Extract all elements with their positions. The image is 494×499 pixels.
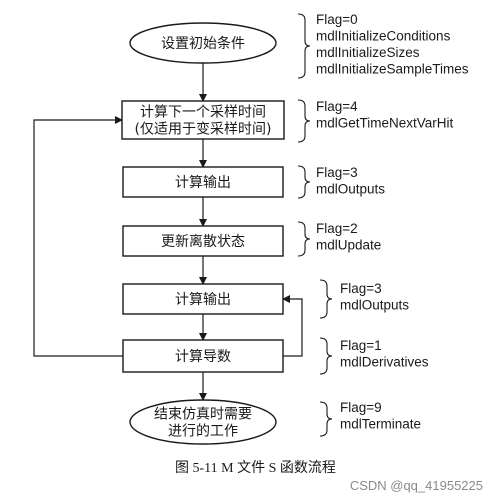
node-outputs-1: 计算输出 bbox=[122, 166, 284, 198]
flag-value: Flag=4 bbox=[316, 99, 358, 114]
curly-brace bbox=[297, 13, 311, 79]
node-label: 结束仿真时需要 bbox=[154, 407, 252, 423]
annotation-outputs-2: Flag=3 mdlOutputs bbox=[340, 281, 409, 313]
figure-caption: 图 5-11 M 文件 S 函数流程 bbox=[175, 460, 336, 476]
curly-brace bbox=[319, 279, 333, 319]
callback-name: mdlDerivatives bbox=[340, 355, 429, 370]
callback-name: mdlInitializeSizes bbox=[316, 45, 420, 60]
annotation-init: Flag=0mdlInitializeConditionsmdlInitiali… bbox=[316, 12, 469, 77]
terminal-ellipse bbox=[129, 22, 277, 64]
curly-brace bbox=[297, 165, 311, 199]
process-box bbox=[121, 100, 285, 140]
callback-name: mdlOutputs bbox=[316, 182, 385, 197]
curly-brace bbox=[297, 221, 311, 257]
process-box bbox=[122, 166, 284, 198]
node-label: 更新离散状态 bbox=[161, 233, 245, 250]
process-box bbox=[122, 225, 284, 257]
flag-value: Flag=3 bbox=[340, 281, 382, 296]
flow-nodes: 设置初始条件计算下一个采样时间(仅适用于变采样时间)计算输出更新离散状态计算输出… bbox=[121, 22, 285, 445]
curly-brace bbox=[297, 99, 311, 143]
node-outputs-2: 计算输出 bbox=[122, 283, 284, 315]
flag-value: Flag=9 bbox=[340, 400, 382, 415]
annotation-terminate: Flag=9 mdlTerminate bbox=[340, 400, 421, 432]
flow-connectors bbox=[33, 63, 303, 401]
callback-name: mdlUpdate bbox=[316, 238, 381, 253]
annotation-derivatives: Flag=1 mdlDerivatives bbox=[340, 338, 429, 370]
callback-name: mdlOutputs bbox=[340, 298, 409, 313]
node-label: (仅适用于变采样时间) bbox=[135, 122, 272, 138]
annotation-update: Flag=2 mdlUpdate bbox=[316, 221, 381, 253]
callback-name: mdlGetTimeNextVarHit bbox=[316, 116, 454, 131]
annotation-outputs-1: Flag=3 mdlOutputs bbox=[316, 165, 385, 197]
process-box bbox=[122, 283, 284, 315]
annotation-braces bbox=[297, 13, 333, 437]
callback-name: mdlInitializeSampleTimes bbox=[316, 62, 469, 77]
node-label: 设置初始条件 bbox=[161, 35, 245, 52]
flag-value: Flag=1 bbox=[340, 338, 382, 353]
annotation-next-hit: Flag=4 mdlGetTimeNextVarHit bbox=[316, 99, 454, 131]
flag-annotations: Flag=0mdlInitializeConditionsmdlInitiali… bbox=[316, 12, 469, 432]
node-update: 更新离散状态 bbox=[122, 225, 284, 257]
flag-value: Flag=0 bbox=[316, 12, 358, 27]
node-label: 进行的工作 bbox=[168, 424, 238, 440]
flag-value: Flag=3 bbox=[316, 165, 358, 180]
node-next-hit: 计算下一个采样时间(仅适用于变采样时间) bbox=[121, 100, 285, 140]
loop-arrow-inner bbox=[282, 295, 303, 357]
curly-brace bbox=[319, 401, 333, 437]
node-init: 设置初始条件 bbox=[129, 22, 277, 64]
loop-arrow-outer bbox=[33, 116, 123, 357]
node-label: 计算导数 bbox=[175, 349, 231, 365]
callback-name: mdlTerminate bbox=[340, 417, 421, 432]
watermark: CSDN @qq_41955225 bbox=[350, 478, 483, 493]
terminal-ellipse bbox=[129, 399, 277, 445]
node-label: 计算输出 bbox=[175, 175, 231, 191]
node-label: 计算输出 bbox=[175, 292, 231, 308]
curly-brace bbox=[319, 337, 333, 375]
node-derivatives: 计算导数 bbox=[122, 339, 284, 373]
flag-value: Flag=2 bbox=[316, 221, 358, 236]
node-label: 计算下一个采样时间 bbox=[140, 105, 266, 121]
callback-name: mdlInitializeConditions bbox=[316, 29, 451, 44]
process-box bbox=[122, 339, 284, 373]
